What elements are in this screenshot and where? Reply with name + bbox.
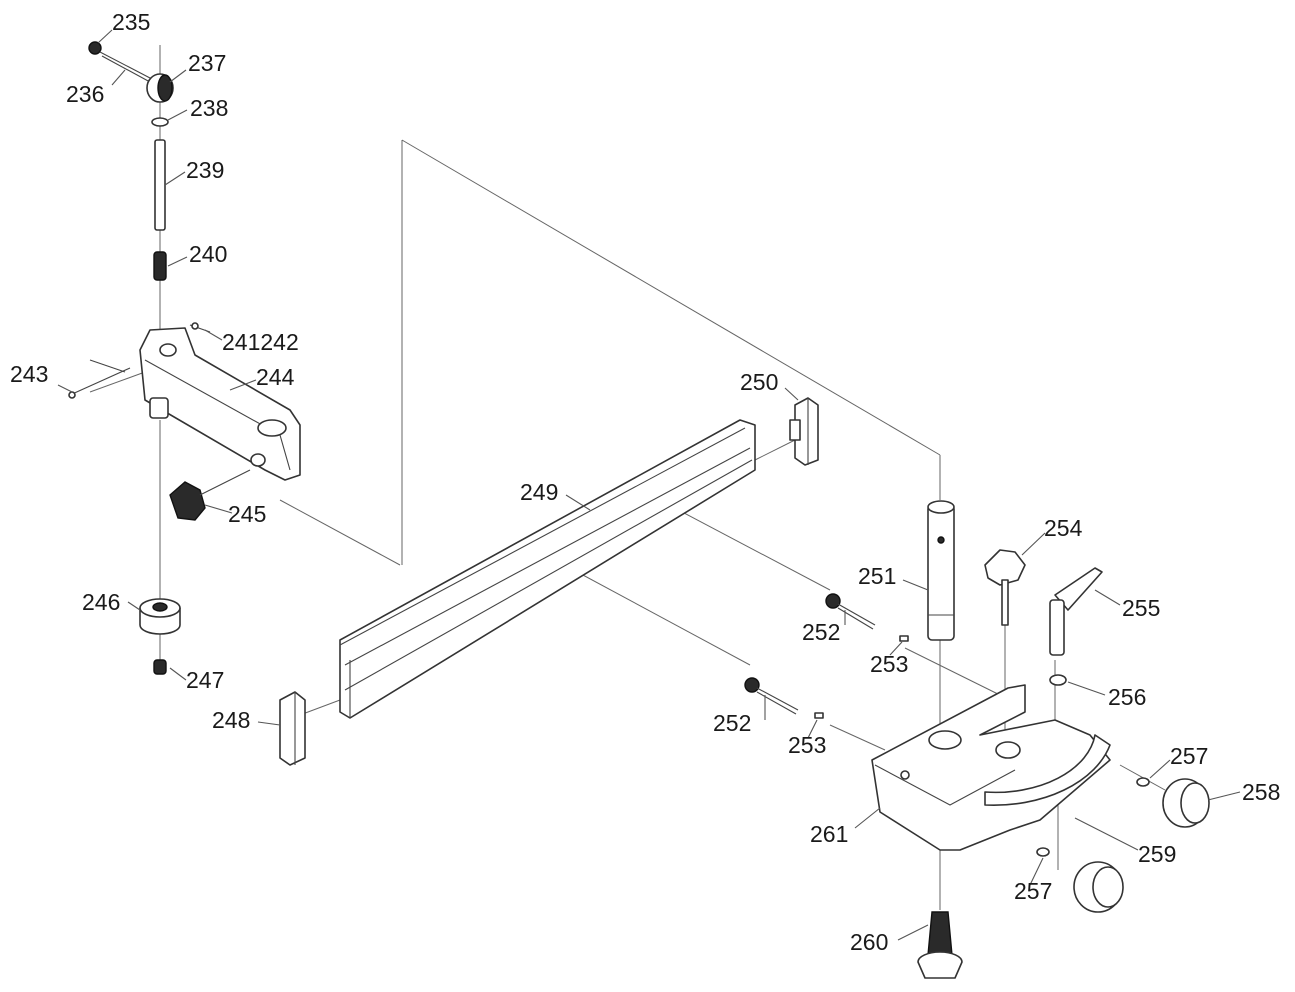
part-253-nuts xyxy=(814,635,909,719)
part-235-set-screw xyxy=(88,41,102,55)
callout-labels: 235 236 237 238 239 240 241242 243 244 2… xyxy=(10,9,1280,955)
callout-237: 237 xyxy=(188,50,226,76)
part-260-leveling-foot xyxy=(917,911,963,979)
part-254-star-knob xyxy=(984,549,1026,626)
part-257-washer-right xyxy=(1136,777,1150,787)
callout-241242: 241242 xyxy=(222,329,299,355)
callout-240: 240 xyxy=(189,241,227,267)
callout-253-upper: 253 xyxy=(870,651,908,677)
part-246-collar xyxy=(139,598,181,635)
callout-243: 243 xyxy=(10,361,48,387)
callout-259: 259 xyxy=(1138,841,1176,867)
callout-261: 261 xyxy=(810,821,848,847)
callout-247: 247 xyxy=(186,667,224,693)
part-250-end-cap xyxy=(789,397,819,466)
part-237-knob xyxy=(146,73,174,103)
callout-235: 235 xyxy=(112,9,150,35)
part-256-washer xyxy=(1049,674,1067,686)
callout-251: 251 xyxy=(858,563,896,589)
part-knob-bottom xyxy=(1073,861,1124,913)
part-258-knob xyxy=(1162,778,1210,828)
part-247-set-screw xyxy=(153,659,167,675)
callout-255: 255 xyxy=(1122,595,1160,621)
part-257-washer-bottom xyxy=(1036,847,1050,857)
callout-238: 238 xyxy=(190,95,228,121)
part-252-screw-lower xyxy=(744,677,799,715)
part-240-spring xyxy=(153,251,167,281)
callout-249: 249 xyxy=(520,479,558,505)
part-259-arc-plate xyxy=(984,734,1111,807)
callout-258: 258 xyxy=(1242,779,1280,805)
callout-250: 250 xyxy=(740,369,778,395)
part-236-pin xyxy=(99,51,151,83)
part-238-washer xyxy=(151,117,169,127)
callout-236: 236 xyxy=(66,81,104,107)
callout-252-upper: 252 xyxy=(802,619,840,645)
part-255-lever xyxy=(1049,567,1103,656)
leader-lines xyxy=(57,29,1241,941)
callout-246: 246 xyxy=(82,589,120,615)
callout-257-bottom: 257 xyxy=(1014,878,1052,904)
callout-254: 254 xyxy=(1044,515,1083,541)
part-239-shaft xyxy=(154,139,166,231)
callout-260: 260 xyxy=(850,929,888,955)
part-243-pin xyxy=(68,359,131,399)
callout-252-lower: 252 xyxy=(713,710,751,736)
part-249-fence-rail xyxy=(339,419,756,719)
callout-248: 248 xyxy=(212,707,250,733)
part-248-end-cap xyxy=(279,691,306,766)
callout-257-right: 257 xyxy=(1170,743,1208,769)
part-261-base xyxy=(871,684,1111,851)
part-245-knob xyxy=(169,469,251,521)
part-252-screw-upper xyxy=(825,593,876,630)
callout-244: 244 xyxy=(256,364,295,390)
callout-245: 245 xyxy=(228,501,266,527)
callout-239: 239 xyxy=(186,157,224,183)
part-244-arm xyxy=(139,327,301,481)
part-251-post xyxy=(927,500,955,641)
callout-253-lower: 253 xyxy=(788,732,826,758)
callout-256: 256 xyxy=(1108,684,1146,710)
